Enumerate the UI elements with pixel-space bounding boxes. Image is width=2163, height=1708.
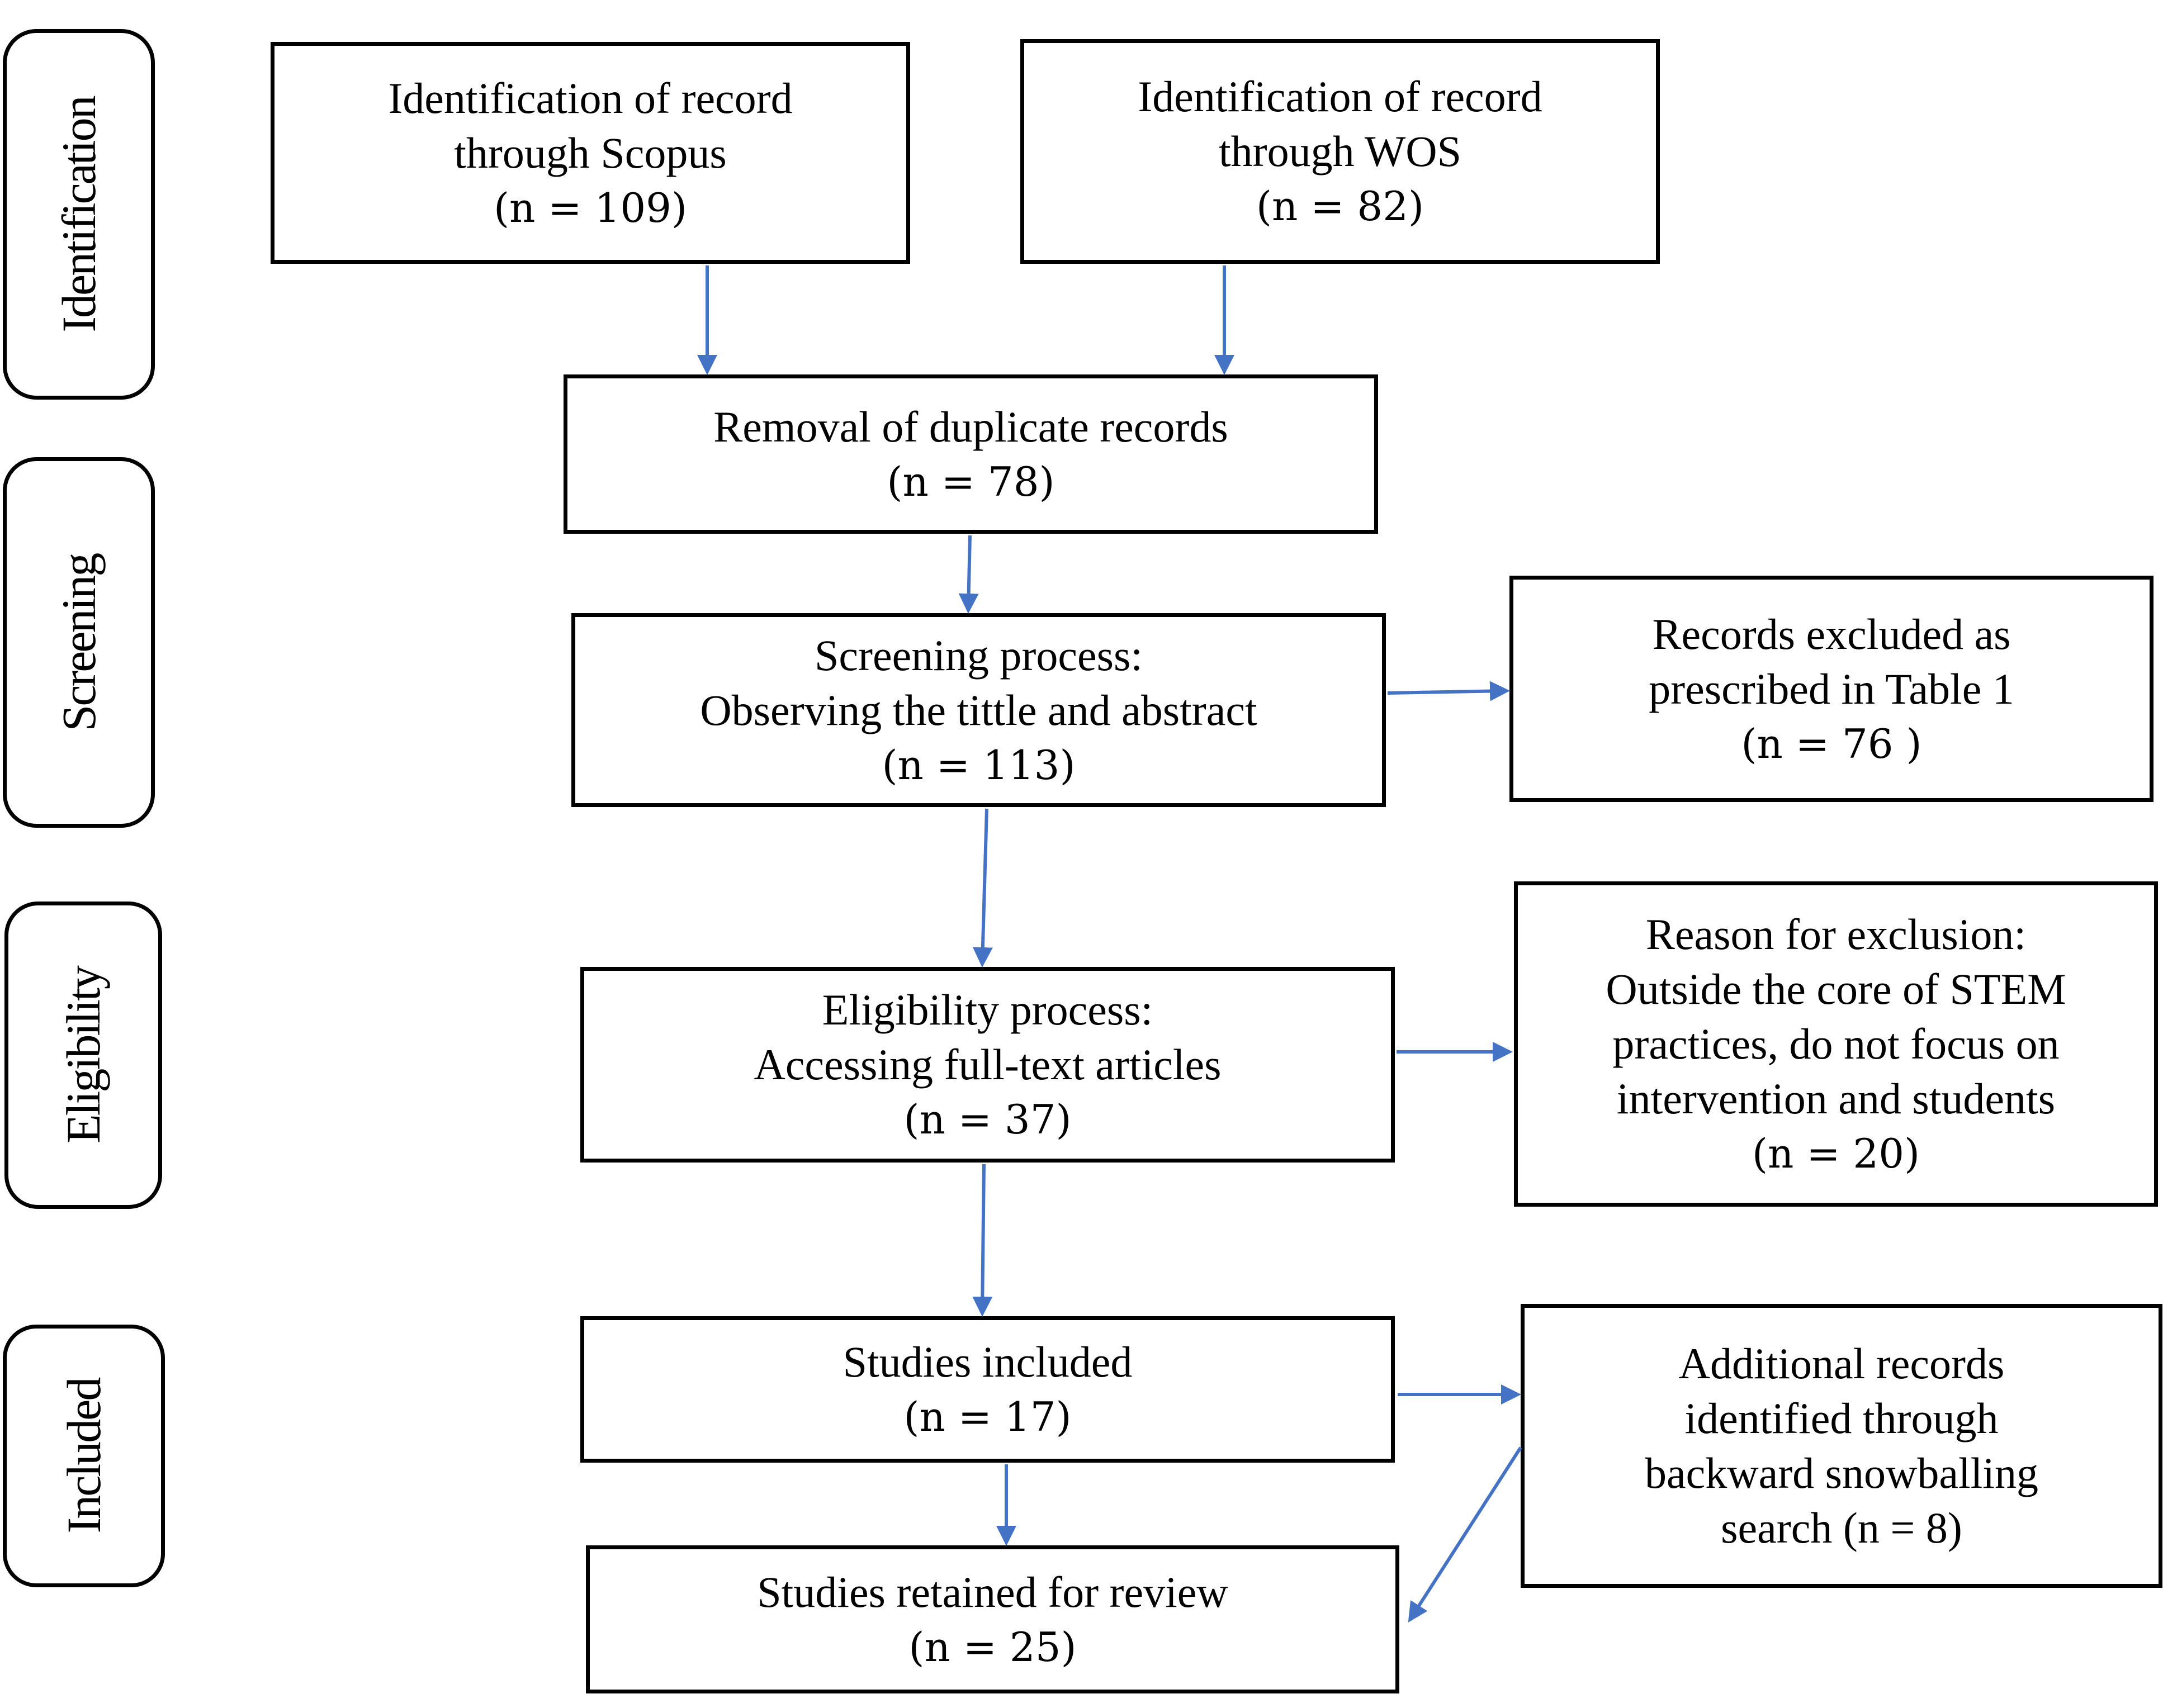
- wos-count: (n = 82): [1256, 183, 1424, 230]
- exclusion-reason-box: Reason for exclusion: Outside the core o…: [1514, 881, 2158, 1207]
- exclusion-reason-line1: Reason for exclusion:: [1645, 910, 2027, 959]
- included-line1: Studies included: [843, 1337, 1133, 1386]
- screening-count: (n = 113): [882, 741, 1076, 789]
- eligibility-line2: Accessing full-text articles: [754, 1040, 1222, 1089]
- arrow-duplicates-to-screening: [958, 535, 979, 614]
- scopus-line1: Identification of record: [388, 73, 793, 122]
- screening-line2: Observing the tittle and abstract: [700, 685, 1257, 734]
- exclusion-reason-line4: intervention and students: [1616, 1074, 2056, 1123]
- scopus-line2: through Scopus: [454, 128, 727, 177]
- retained-box: Studies retained for review (n = 25): [586, 1545, 1399, 1693]
- retained-count: (n = 25): [908, 1623, 1077, 1671]
- additional-line3: backward snowballing: [1645, 1449, 2038, 1497]
- additional-line4: search (n = 8): [1721, 1503, 1962, 1552]
- scopus-count: (n = 109): [493, 184, 688, 231]
- additional-line1: Additional records: [1678, 1339, 2005, 1388]
- wos-line2: through WOS: [1218, 127, 1462, 175]
- wos-line1: Identification of record: [1138, 72, 1542, 121]
- duplicates-box: Removal of duplicate records (n = 78): [564, 374, 1378, 534]
- stage-identification: Identification: [3, 29, 155, 400]
- screening-line1: Screening process:: [815, 630, 1143, 680]
- stage-included: Included: [3, 1325, 165, 1587]
- screening-box: Screening process: Observing the tittle …: [571, 613, 1386, 807]
- eligibility-count: (n = 37): [903, 1096, 1072, 1143]
- duplicates-count: (n = 78): [887, 458, 1055, 505]
- excluded-box: Records excluded as prescribed in Table …: [1509, 576, 2153, 802]
- retained-line1: Studies retained for review: [757, 1567, 1228, 1616]
- excluded-line1: Records excluded as: [1652, 609, 2011, 658]
- additional-line2: identified through: [1684, 1394, 1999, 1443]
- wos-box: Identification of record through WOS (n …: [1020, 39, 1660, 264]
- arrow-screening-to-excluded: [1387, 681, 1510, 701]
- exclusion-reason-line3: practices, do not focus on: [1612, 1019, 2060, 1068]
- eligibility-line1: Eligibility process:: [822, 985, 1153, 1034]
- additional-records-box: Additional records identified through ba…: [1521, 1304, 2162, 1588]
- duplicates-line1: Removal of duplicate records: [713, 402, 1228, 451]
- exclusion-reason-line2: Outside the core of STEM: [1606, 965, 2066, 1013]
- included-box: Studies included (n = 17): [580, 1316, 1395, 1463]
- scopus-box: Identification of record through Scopus …: [271, 42, 910, 264]
- arrow-eligibility-to-included: [972, 1164, 993, 1317]
- stage-screening: Screening: [3, 457, 155, 828]
- excluded-line2: prescribed in Table 1: [1649, 664, 2014, 713]
- included-count: (n = 17): [903, 1393, 1072, 1440]
- stage-eligibility: Eligibility: [4, 902, 162, 1209]
- exclusion-reason-count: (n = 20): [1752, 1130, 1920, 1177]
- arrow-additional-to-retained: [1408, 1446, 1522, 1623]
- arrow-screening-to-eligibility: [972, 808, 993, 967]
- eligibility-box: Eligibility process: Accessing full-text…: [580, 967, 1395, 1163]
- excluded-count: (n = 76 ): [1741, 720, 1922, 767]
